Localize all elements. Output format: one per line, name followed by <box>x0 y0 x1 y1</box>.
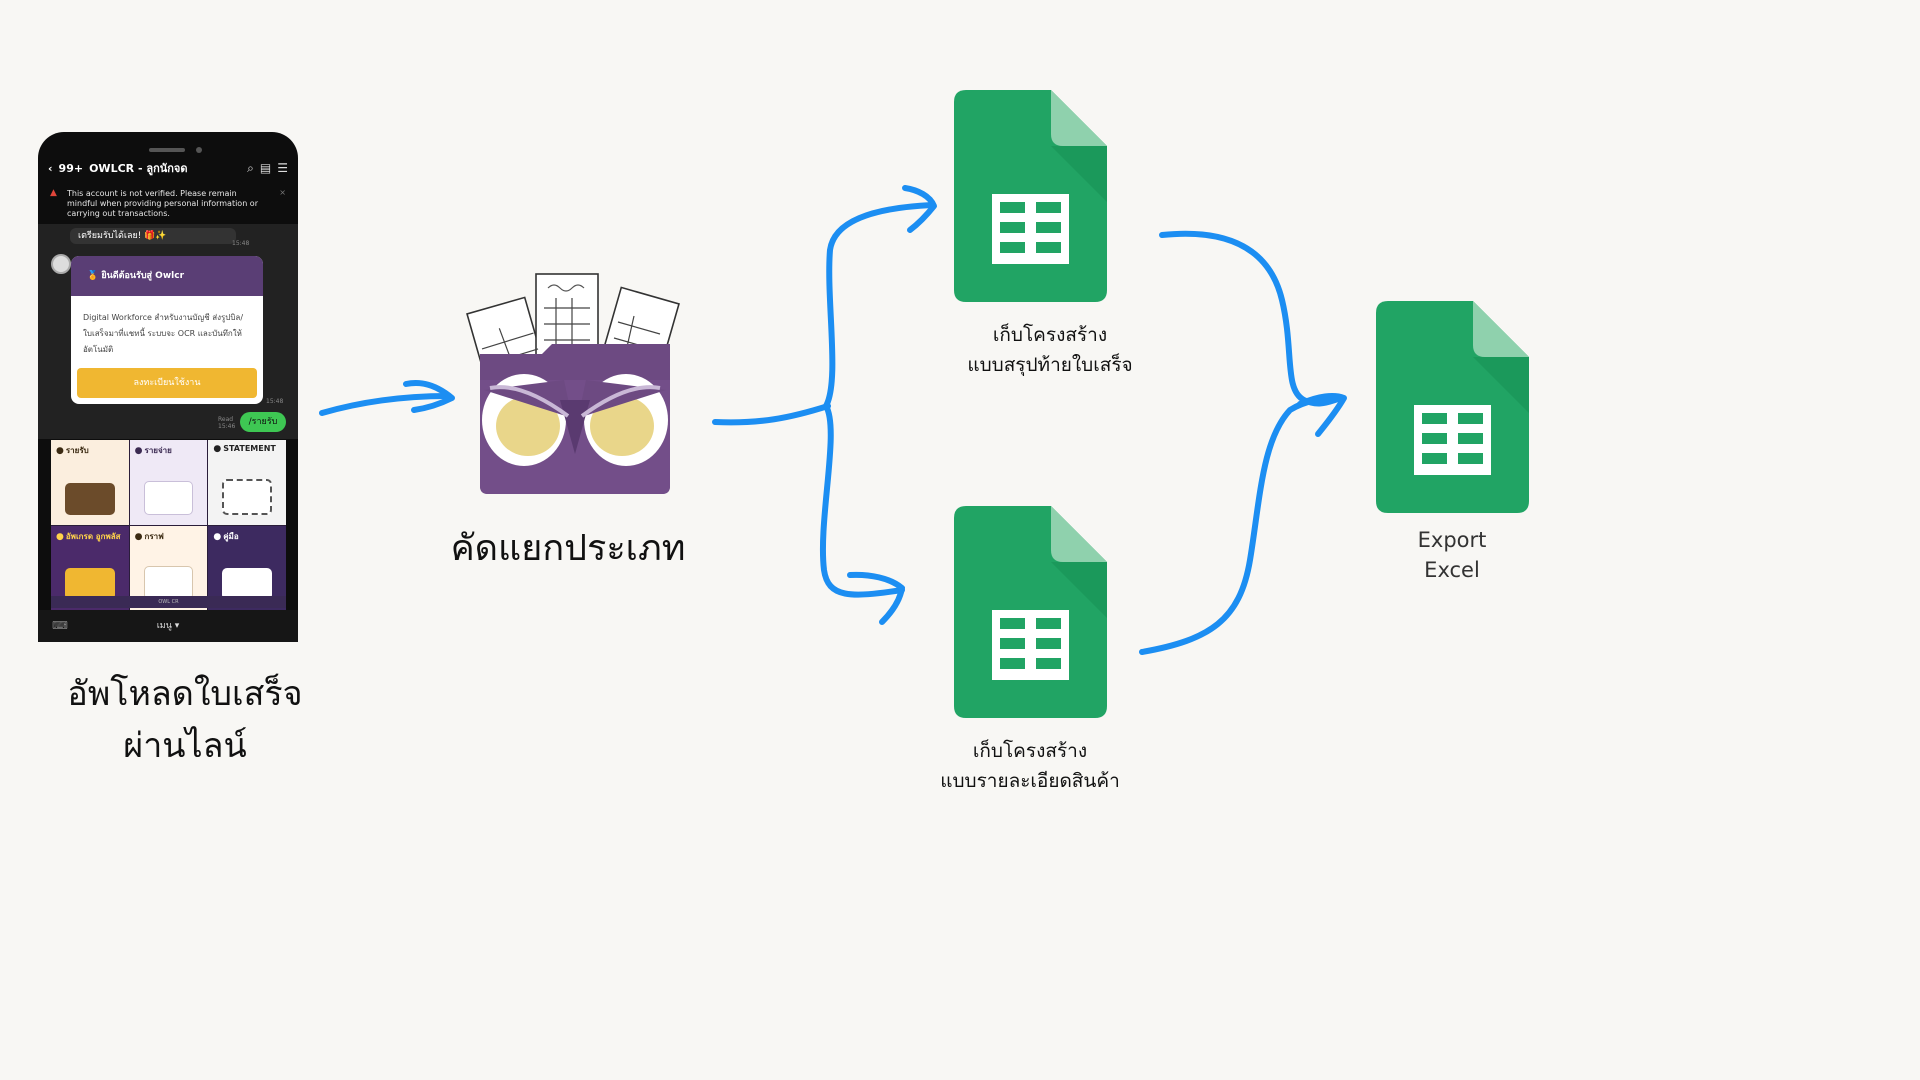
owl-icon: ● <box>56 531 64 542</box>
coin-icon: ● <box>56 446 64 456</box>
card-time: 15:48 <box>266 398 284 405</box>
back-chevron-icon[interactable]: ‹ <box>48 161 53 175</box>
unread-count: 99+ <box>58 161 84 175</box>
summary-label-line-1: เก็บโครงสร้าง <box>992 324 1108 346</box>
bot-avatar <box>51 254 71 274</box>
chart-icon: ● <box>134 531 143 542</box>
arrow-head-upload <box>403 380 455 413</box>
owl-folder-icon <box>466 273 680 494</box>
welcome-card-body: Digital Workforce สำหรับงานบัญชี ส่งรูปบ… <box>83 313 244 354</box>
menu-toggle[interactable]: เมนู ▾ <box>156 621 180 631</box>
search-icon[interactable]: ⌕ <box>247 160 254 175</box>
rich-menu-upgrade[interactable]: ●อัพเกรด อูกพลัส <box>51 525 129 610</box>
phone-speaker <box>149 148 185 152</box>
tile-label: รายจ่าย <box>144 446 172 455</box>
warning-text: This account is not verified. Please rem… <box>67 189 258 218</box>
user-message: /รายรับ <box>240 412 286 432</box>
phone-camera <box>196 147 202 153</box>
book-illustration <box>222 568 272 600</box>
arrow-head-summary <box>902 185 937 233</box>
phone-line-chat-screenshot: ‹ 99+ OWLCR - ลูกนักจด ⌕ ▤ ☰ ▲ This acco… <box>38 132 298 642</box>
rich-menu: ●รายรับ ●รายจ่าย ●STATEMENT ●อัพเกรด อูก… <box>51 440 286 610</box>
close-icon[interactable]: × <box>279 188 286 197</box>
tile-label: คู่มือ <box>223 531 239 541</box>
wallet-illustration <box>65 482 115 515</box>
arrow-split-to-summary <box>823 202 935 409</box>
rich-menu-statement[interactable]: ●STATEMENT <box>208 440 286 525</box>
menu-icon[interactable]: ☰ <box>277 161 288 175</box>
tile-label: STATEMENT <box>223 444 276 453</box>
arrow-detail-to-export <box>1139 395 1345 655</box>
flow-arrows <box>319 185 1347 655</box>
chat-title: OWLCR - ลูกนักจด <box>89 162 188 175</box>
classify-step-label: คัดแยกประเภท <box>450 528 686 569</box>
google-sheets-icon-summary <box>954 90 1107 302</box>
upgrade-illustration <box>65 568 115 600</box>
arrow-head-export <box>1297 393 1347 437</box>
message-time: 15:48 <box>232 240 250 247</box>
statement-icon: ● <box>213 444 222 454</box>
chat-menu-bar: ⌨ เมนู ▾ <box>38 610 298 642</box>
receipt-illustration <box>143 480 194 515</box>
read-receipt: Read 15:46 <box>218 416 236 430</box>
detail-label-line-2: แบบรายละเอียดสินค้า <box>940 770 1120 792</box>
rich-menu-income[interactable]: ●รายรับ <box>51 440 129 525</box>
arrow-classify-to-split <box>712 403 831 426</box>
upload-step-label: อัพโหลดใบเสร็จ ผ่านไลน์ <box>40 668 330 772</box>
welcome-card-title: 🏅 ยินดีต้อนรับสู่ Owlcr <box>71 256 263 296</box>
receipt-icon: ● <box>134 446 143 456</box>
warning-icon: ▲ <box>50 188 57 198</box>
google-sheets-icon-detail <box>954 506 1107 718</box>
rich-menu-expense[interactable]: ●รายจ่าย <box>129 440 208 525</box>
export-label-line-2: Excel <box>1424 558 1480 582</box>
detail-label-line-1: เก็บโครงสร้าง <box>972 740 1088 762</box>
rich-menu-manual[interactable]: ●คู่มือ <box>208 525 286 610</box>
book-icon: ● <box>213 531 222 542</box>
welcome-card: 🏅 ยินดีต้อนรับสู่ Owlcr Digital Workforc… <box>71 256 263 404</box>
register-button[interactable]: ลงทะเบียนใช้งาน <box>77 368 257 398</box>
arrow-upload-to-classify <box>319 393 451 416</box>
detail-structure-label: เก็บโครงสร้าง แบบรายละเอียดสินค้า <box>920 736 1140 796</box>
summary-structure-label: เก็บโครงสร้าง แบบสรุปท้ายใบเสร็จ <box>930 320 1170 380</box>
upload-label-line-1: อัพโหลดใบเสร็จ <box>67 674 303 714</box>
tile-label: กราฟ <box>144 531 164 541</box>
statement-illustration <box>222 478 272 515</box>
arrow-summary-to-export <box>1159 230 1345 407</box>
chat-header: ‹ 99+ OWLCR - ลูกนักจด ⌕ ▤ ☰ <box>48 160 288 176</box>
export-excel-label: Export Excel <box>1392 525 1512 585</box>
google-sheets-icon-export <box>1376 301 1529 513</box>
chart-illustration <box>143 566 194 600</box>
rich-menu-chart[interactable]: ●กราฟ <box>129 525 208 610</box>
bot-message: เตรียมรับได้เลย! 🎁✨ <box>70 228 236 244</box>
arrow-split-to-detail <box>819 403 905 598</box>
summary-label-line-2: แบบสรุปท้ายใบเสร็จ <box>967 354 1133 376</box>
upload-label-line-2: ผ่านไลน์ <box>123 726 247 766</box>
chat-messages: เตรียมรับได้เลย! 🎁✨ 15:48 🏅 ยินดีต้อนรับ… <box>38 224 298 439</box>
notes-icon[interactable]: ▤ <box>259 161 272 175</box>
tile-label: รายรับ <box>65 446 89 455</box>
arrow-head-detail <box>847 571 905 625</box>
export-label-line-1: Export <box>1417 528 1487 552</box>
rich-menu-footer: OWL CR <box>51 596 286 608</box>
tile-label: อัพเกรด อูกพลัส <box>65 531 121 541</box>
owl-eyes <box>482 374 668 466</box>
keyboard-icon[interactable]: ⌨ <box>52 619 68 632</box>
